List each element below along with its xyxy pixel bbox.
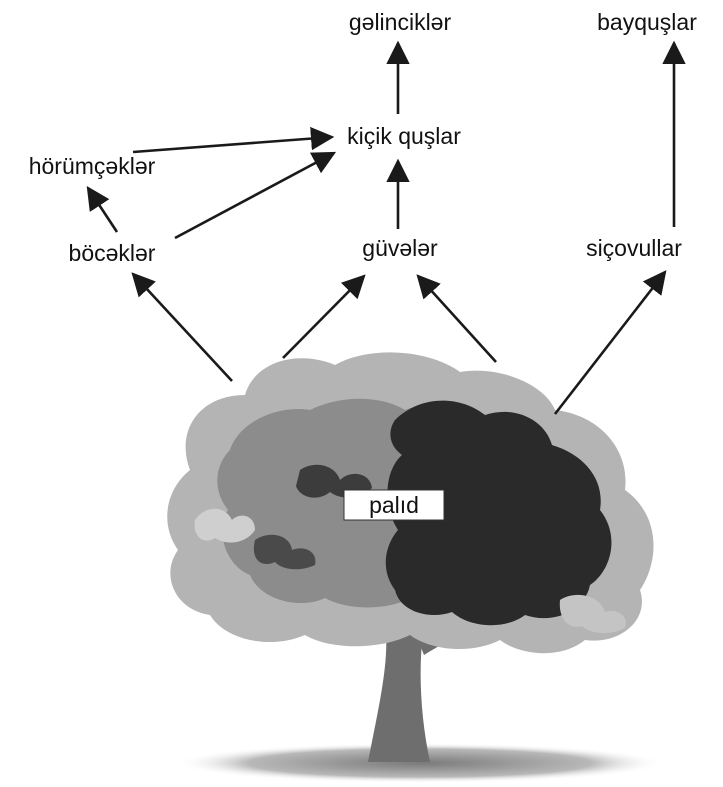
- label-insects: böcəklər: [69, 240, 156, 266]
- label-oak: palıd: [369, 492, 419, 518]
- arrow-oak-to-insects: [131, 272, 233, 382]
- label-spiders: hörümçəklər: [29, 153, 156, 179]
- arrow-insects-to-spiders: [86, 186, 119, 233]
- arrow-oak-to-rats: [553, 270, 667, 415]
- arrow-insects-to-small-birds: [174, 151, 337, 240]
- label-moths: güvələr: [362, 235, 438, 261]
- organism-labels: gəlinciklər bayquşlar kiçik quşlar hörüm…: [29, 9, 697, 521]
- oak-tree-illustration: [167, 352, 665, 783]
- label-small-birds: kiçik quşlar: [347, 123, 461, 149]
- tree-canopy-highlight-2: [559, 594, 626, 634]
- label-owls: bayquşlar: [597, 9, 697, 35]
- ground-shadow: [175, 743, 665, 783]
- arrow-oak-tree-to-moths: [416, 274, 497, 363]
- tree-canopy-dark-accent: [296, 464, 372, 498]
- arrow-oak-to-moths: [282, 274, 366, 359]
- label-rats: siçovullar: [586, 235, 682, 261]
- oak-label-background: [343, 489, 445, 521]
- tree-trunk: [368, 620, 430, 762]
- tree-canopy-dark: [385, 400, 612, 626]
- food-web-arrows: [86, 40, 686, 415]
- arrow-spiders-to-small-birds: [132, 126, 335, 154]
- label-weasels: gəlinciklər: [349, 9, 452, 35]
- tree-canopy-dark-accent-2: [253, 534, 316, 570]
- oak-label-box: palıd: [343, 489, 445, 521]
- tree-canopy-highlight: [194, 508, 255, 543]
